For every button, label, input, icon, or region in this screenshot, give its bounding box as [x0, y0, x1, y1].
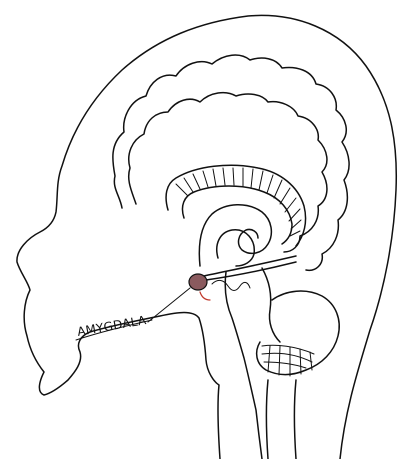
spinal-cord-left	[267, 380, 269, 459]
brainstem-outline-front	[262, 268, 280, 342]
fornix-loop	[199, 205, 271, 266]
thalamus-outline	[217, 230, 254, 266]
amygdala-label: AMYGDALA	[76, 313, 148, 339]
amygdala-leader-line	[148, 288, 190, 322]
cerebrum-inner-contour	[129, 93, 327, 252]
head-outline	[17, 15, 396, 459]
amygdala-marker[interactable]	[189, 274, 207, 290]
hypothalamus-outline	[212, 280, 250, 290]
amygdala-pathway-lower	[206, 262, 296, 280]
cerebrum-outer-contour	[113, 55, 349, 270]
amygdala-accent-mark	[200, 292, 210, 300]
brainstem-outline	[225, 272, 262, 459]
spinal-cord-right	[295, 380, 297, 459]
